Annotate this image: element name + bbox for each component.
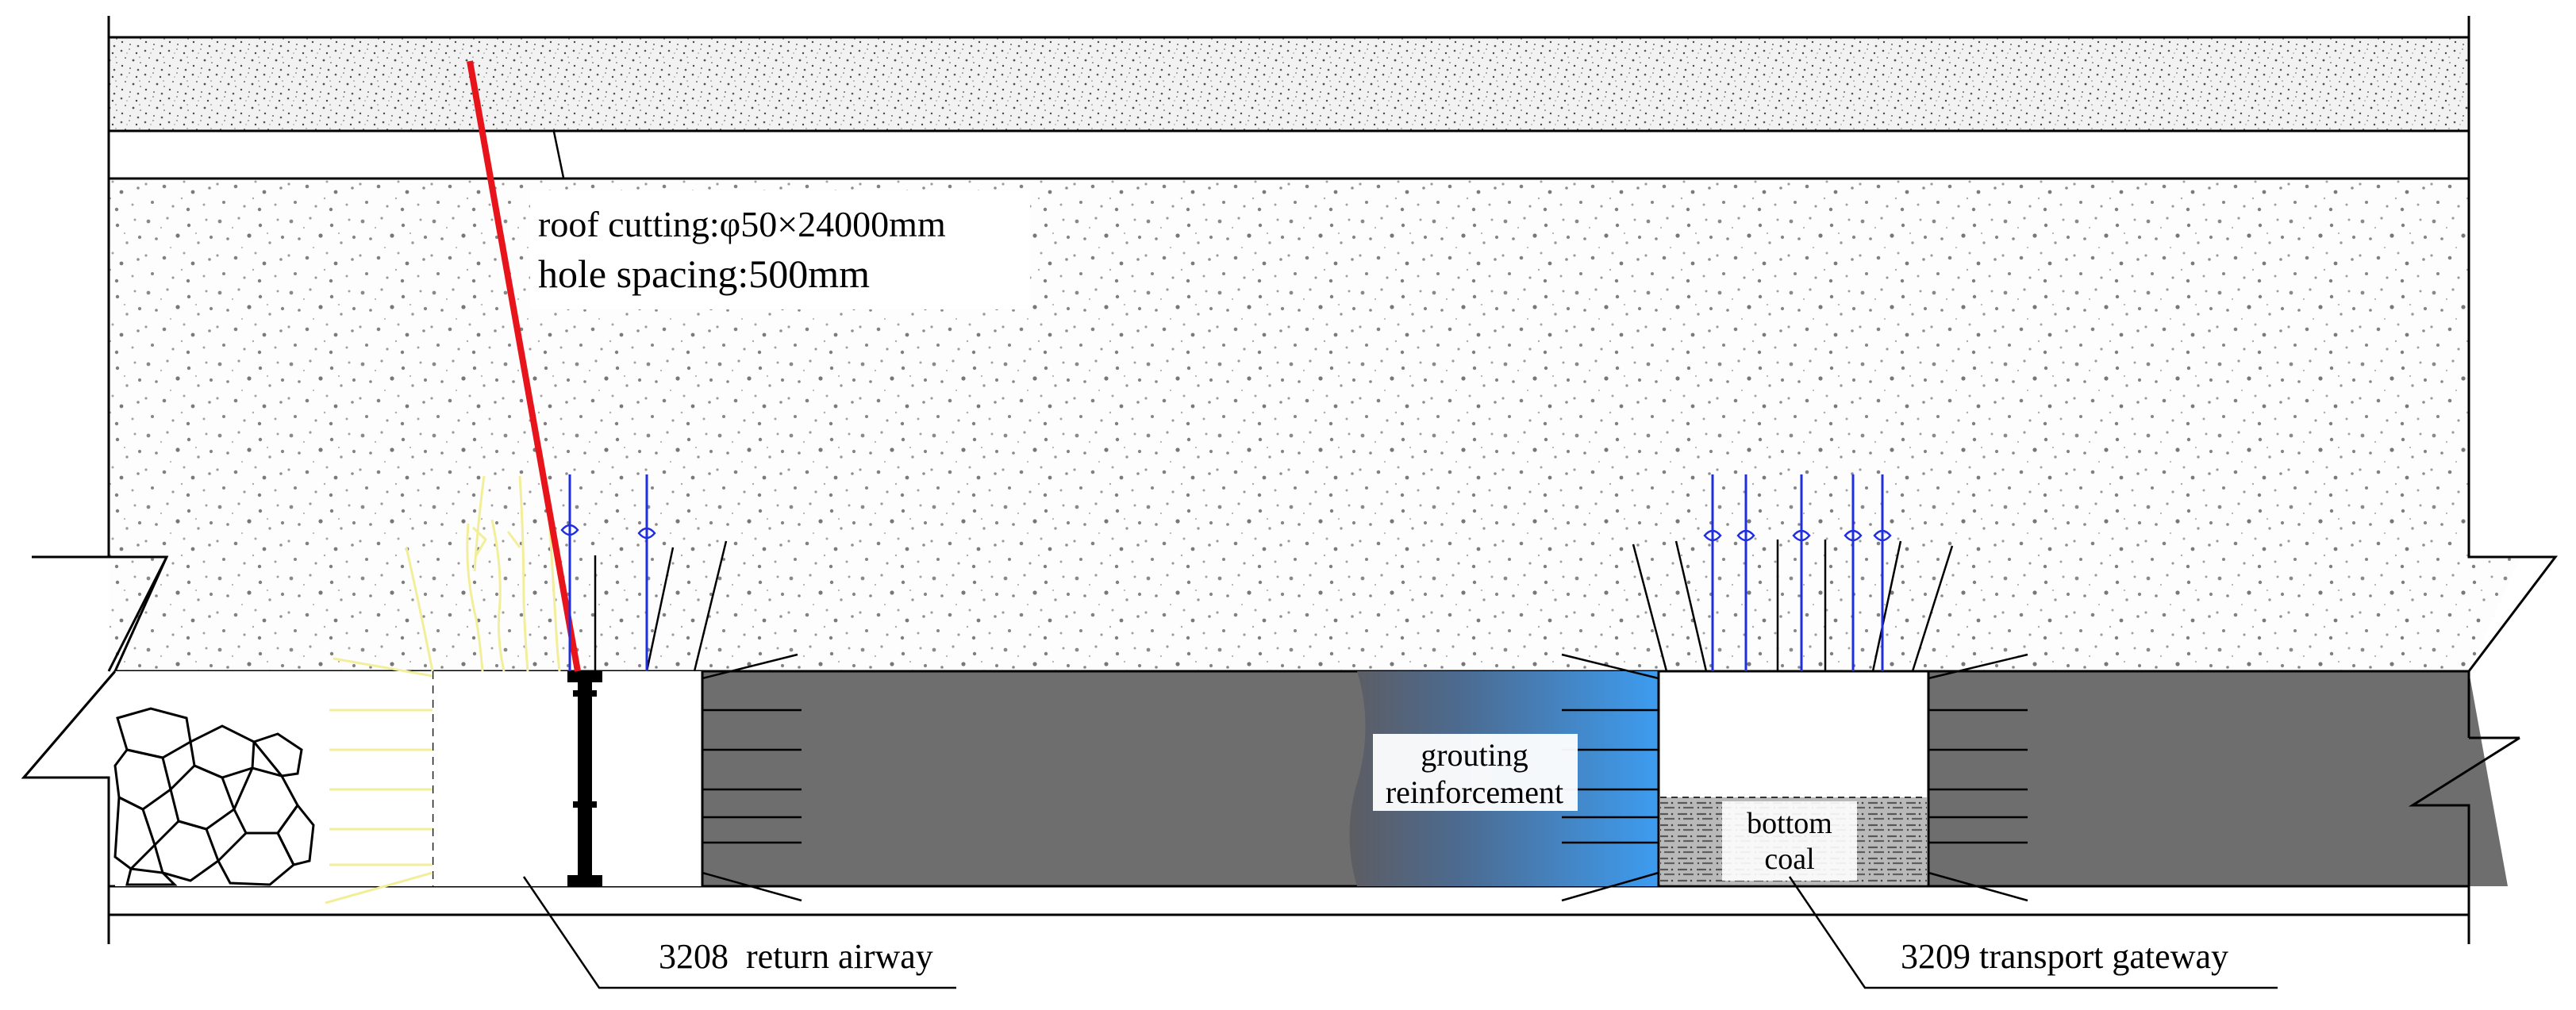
hydraulic-prop — [567, 671, 602, 886]
return-airway-gob-side — [341, 671, 433, 886]
roof-cut-line — [467, 60, 581, 672]
grouting-label-line2: reinforcement — [1386, 774, 1563, 810]
right-boundary — [2408, 16, 2559, 944]
left-rib-bolts — [702, 653, 802, 902]
floor-strata — [107, 885, 2470, 916]
bottom-coal-label-line2: coal — [1764, 843, 1814, 876]
grout-zone-rib-bolts — [1561, 653, 1659, 902]
left-roof-bolts — [594, 540, 728, 672]
roof-fracture-lines — [405, 475, 561, 672]
upper-roof-strata — [107, 36, 2470, 132]
bottom-coal-label-line1: bottom — [1747, 807, 1832, 840]
return-airway-opening — [433, 671, 702, 886]
right-rib-bolts — [1928, 653, 2028, 902]
goaf-side-yellow-lines — [325, 657, 433, 904]
roof-cutting-label-bg — [530, 190, 1030, 309]
caved-rock-blocks — [113, 707, 315, 886]
transport-gateway-leader — [1788, 876, 2278, 989]
hole-spacing-label: hole spacing:500mm — [538, 252, 870, 296]
right-cable-bolts — [1703, 474, 1892, 671]
grouting-label-bg — [1373, 734, 1578, 811]
transport-gateway-label: 3209 transport gateway — [1901, 937, 2228, 976]
return-airway-leader — [522, 876, 956, 989]
goaf-area — [115, 671, 341, 886]
roof-layer-crack — [552, 131, 565, 179]
bottom-coal-label-bg — [1722, 801, 1857, 881]
right-roof-bolts — [1632, 540, 1954, 672]
grouting-label-line1: grouting — [1421, 737, 1528, 773]
thin-roof-layer — [107, 129, 2470, 180]
left-cable-bolts — [560, 474, 656, 671]
roof-cutting-label: roof cutting:φ50×24000mm — [538, 204, 946, 244]
return-airway-label: 3208 return airway — [659, 937, 933, 976]
